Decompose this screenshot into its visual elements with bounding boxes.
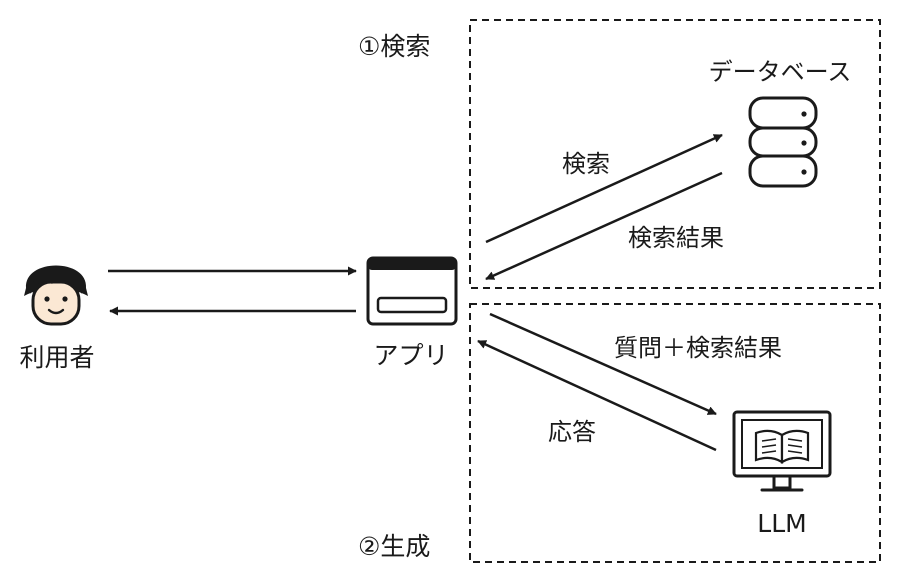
app-label: アプリ xyxy=(373,341,448,370)
search-section-box xyxy=(469,19,881,289)
generate-section-box xyxy=(469,303,881,563)
monitor-book-icon xyxy=(732,410,832,492)
search-query-label: 検索 xyxy=(562,150,610,178)
app-window-icon xyxy=(366,256,458,326)
arrow-search-result xyxy=(485,171,723,281)
user-label: 利用者 xyxy=(19,343,94,372)
search-section-label: ①検索 xyxy=(358,32,430,61)
person-icon xyxy=(24,265,88,326)
arrow-search-query xyxy=(485,133,723,244)
answer-label: 応答 xyxy=(548,418,596,446)
prompt-label: 質問＋検索結果 xyxy=(614,334,782,362)
database-icon xyxy=(748,96,818,188)
database-label: データベース xyxy=(709,58,852,86)
llm-label: LLM xyxy=(757,509,806,538)
arrow-answer xyxy=(477,339,717,452)
arrow-prompt xyxy=(489,312,717,416)
search-result-label: 検索結果 xyxy=(628,224,724,252)
generate-section-label: ②生成 xyxy=(358,532,430,561)
